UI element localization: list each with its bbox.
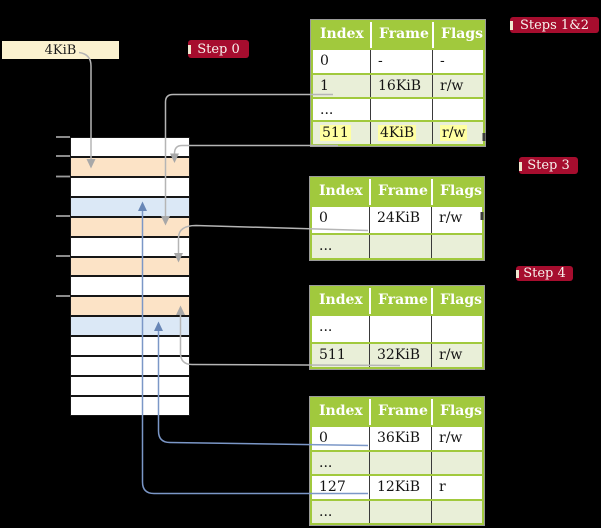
header-index: Index (319, 292, 363, 308)
header-frame: Frame (369, 179, 431, 205)
memory-frame-row-orange (71, 157, 189, 178)
memory-frame-row-white (71, 138, 189, 158)
memory-frame-row-white (71, 337, 189, 358)
badge-steps-1-2-label: Steps 1&2 (519, 17, 590, 33)
table-header-row: Index Frame Flags (312, 288, 482, 314)
cell-index: 0 (319, 430, 328, 446)
header-frame: Frame (369, 288, 431, 314)
cell-frame: 32KiB (377, 347, 421, 363)
table-row: 1 16KiB r/w (313, 73, 483, 97)
header-index: Index (319, 183, 363, 199)
memory-tick-marks (56, 136, 70, 297)
memory-frame-row-orange (71, 217, 189, 238)
table-row: ... (312, 499, 482, 523)
cell-flags: - (440, 53, 445, 69)
arrow-t1-row511-to-frame-4kib (173, 144, 338, 154)
memory-frame-row-white (71, 357, 189, 378)
cell-index: 0 (320, 53, 329, 69)
cell-index: 127 (319, 479, 346, 495)
memory-column (70, 137, 190, 416)
memory-frame-row-white (71, 396, 189, 415)
cell-flags: r (439, 479, 446, 495)
table-row: ... (312, 314, 482, 342)
free-frame-label: 4KiB (2, 41, 119, 59)
memory-frame-row-white (71, 277, 189, 298)
memory-frame-row-white (71, 377, 189, 397)
memory-frame-row-orange (71, 297, 189, 318)
cell-flags: r/w (439, 347, 463, 363)
badge-step-0: Step 0 (188, 40, 249, 58)
table-row: 0 36KiB r/w (312, 425, 482, 450)
memory-frame-row-blue (71, 317, 189, 338)
cell-index: ... (320, 102, 334, 118)
table-header-row: Index Frame Flags (312, 179, 482, 205)
header-flags: Flags (431, 399, 482, 425)
memory-frame-row-blue (71, 197, 189, 218)
cell-index-highlighted: 511 (320, 125, 351, 141)
header-flags: Flags (431, 288, 482, 314)
header-flags: Flags (431, 179, 482, 205)
cell-index: 511 (319, 347, 346, 363)
table-row: ... (312, 450, 482, 474)
table-row: 127 12KiB r (312, 474, 482, 499)
cell-index: ... (319, 238, 333, 254)
table-row: 511 32KiB r/w (312, 342, 482, 367)
cell-index: 1 (320, 78, 329, 94)
page-table-final: Index Frame Flags 0 36KiB r/w ... 127 12… (310, 397, 484, 525)
cell-flags: r/w (440, 78, 464, 94)
table-header-row: Index Frame Flags (312, 399, 482, 425)
cell-index: ... (319, 504, 333, 520)
page-table-step4: Index Frame Flags ... 511 32KiB r/w (310, 286, 484, 369)
header-index: Index (320, 26, 364, 42)
badge-step-0-label: Step 0 (197, 41, 240, 57)
header-index: Index (319, 403, 363, 419)
header-flags: Flags (432, 22, 483, 48)
cell-index: ... (319, 455, 333, 471)
badge-step-3: Step 3 (519, 157, 578, 174)
cell-flags-highlighted: r/w (440, 125, 468, 141)
badge-step-3-label: Step 3 (527, 158, 570, 173)
cell-index: ... (319, 319, 333, 335)
cell-frame: 24KiB (377, 210, 421, 226)
memory-frame-row-orange (71, 257, 189, 278)
arrow-t1-row1-to-frame-16kib (164, 93, 333, 216)
page-table-step3: Index Frame Flags 0 24KiB r/w ... (310, 177, 484, 260)
cell-frame: 36KiB (377, 430, 421, 446)
free-frame-label-text: 4KiB (44, 42, 77, 58)
header-frame: Frame (370, 22, 432, 48)
table-row: 0 - - (313, 48, 483, 73)
table-row: ... (313, 97, 483, 120)
badge-steps-1-2: Steps 1&2 (510, 17, 599, 33)
table-header-row: Index Frame Flags (313, 22, 483, 48)
cell-frame-highlighted: 4KiB (378, 125, 417, 141)
cell-frame: 12KiB (377, 479, 421, 495)
memory-frame-row-white (71, 237, 189, 258)
badge-step-4-label: Step 4 (523, 266, 566, 281)
table-row-highlighted: 511 4KiB r/w (313, 120, 483, 144)
table-row: 0 24KiB r/w (312, 205, 482, 233)
badge-step-4: Step 4 (516, 266, 573, 281)
cell-index: 0 (319, 210, 328, 226)
cell-frame: - (378, 53, 383, 69)
header-frame: Frame (369, 399, 431, 425)
page-table-steps12: Index Frame Flags 0 - - 1 16KiB r/w ... … (311, 20, 485, 146)
table-row: ... (312, 233, 482, 258)
cell-flags: r/w (439, 430, 463, 446)
cell-flags: r/w (439, 210, 463, 226)
cell-frame: 16KiB (378, 78, 422, 94)
memory-frame-row-white (71, 177, 189, 198)
